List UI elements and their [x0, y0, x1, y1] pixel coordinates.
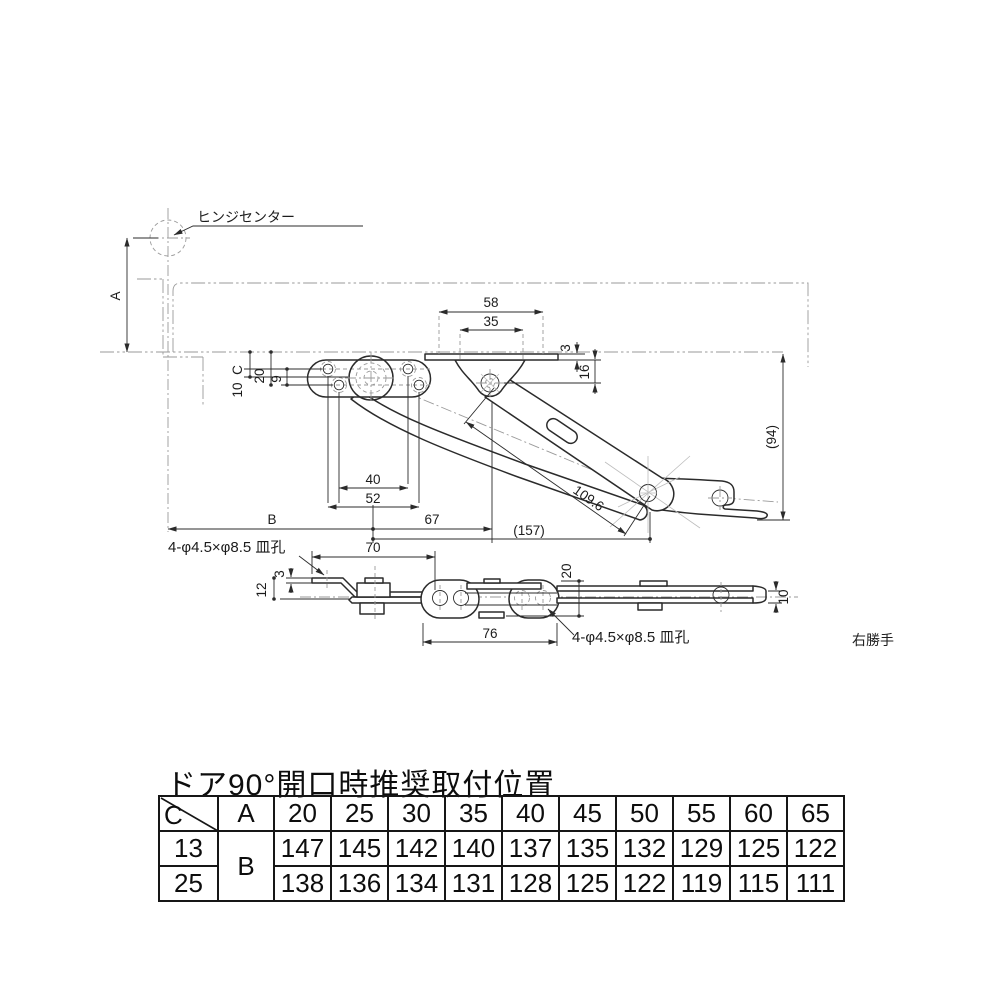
svg-text:67: 67 — [424, 512, 439, 527]
svg-text:10: 10 — [776, 589, 791, 604]
svg-text:9: 9 — [269, 375, 284, 383]
c-value: 25 — [158, 865, 219, 902]
countersink-note-main: 4-φ4.5×φ8.5 皿孔 — [168, 539, 325, 576]
b-value: 132 — [615, 830, 674, 867]
b-value: 140 — [444, 830, 503, 867]
table-row-c25: 25 138 136 134 131 128 125 122 119 115 1… — [158, 865, 845, 902]
b-value: 125 — [729, 830, 788, 867]
b-value: 142 — [387, 830, 446, 867]
svg-text:20: 20 — [252, 368, 267, 383]
svg-text:A: A — [108, 291, 123, 300]
svg-text:C: C — [230, 365, 245, 375]
b-value: 115 — [729, 865, 788, 902]
hinge-center-leader — [173, 225, 363, 236]
table-header-row: C A 20 25 30 35 40 45 50 55 60 65 — [158, 795, 845, 832]
c-value: 13 — [158, 830, 219, 867]
side-bars — [556, 580, 767, 612]
header-a-value: 65 — [786, 795, 845, 832]
b-value: 128 — [501, 865, 560, 902]
svg-text:16: 16 — [577, 364, 592, 379]
side-plate — [311, 566, 426, 620]
b-value: 119 — [672, 865, 731, 902]
b-value: 129 — [672, 830, 731, 867]
svg-text:3: 3 — [272, 570, 287, 578]
dim-plate-vertical: C 10 20 9 — [230, 350, 348, 398]
svg-text:58: 58 — [483, 295, 498, 310]
dim-side-70: 70 — [311, 540, 436, 590]
dim-40-52: 40 52 — [327, 376, 420, 510]
svg-text:3: 3 — [558, 344, 573, 352]
main-view: ヒンジセンター — [100, 208, 809, 576]
side-link-cluster — [420, 578, 560, 619]
b-value: 122 — [615, 865, 674, 902]
dim-side-76: 76 — [422, 623, 558, 646]
b-value: 135 — [558, 830, 617, 867]
b-value: 131 — [444, 865, 503, 902]
mounting-plate — [306, 352, 432, 404]
b-value: 136 — [330, 865, 389, 902]
table-row-c13: 13 B 147 145 142 140 137 135 132 129 125… — [158, 830, 845, 902]
header-a-value: 55 — [672, 795, 731, 832]
dim-58-35: 58 35 — [438, 295, 544, 360]
b-value: 147 — [273, 830, 332, 867]
header-a-value: 60 — [729, 795, 788, 832]
svg-text:35: 35 — [483, 314, 498, 329]
hinge-center-label: ヒンジセンター — [197, 209, 295, 225]
dim-a: A — [108, 237, 158, 353]
svg-text:52: 52 — [365, 491, 380, 506]
svg-text:70: 70 — [365, 540, 380, 555]
header-a-value: 35 — [444, 795, 503, 832]
header-a-value: 20 — [273, 795, 332, 832]
side-view: 70 3 12 20 76 10 — [254, 540, 894, 648]
dim-94: (94) — [757, 353, 790, 521]
svg-text:10: 10 — [230, 382, 245, 397]
table-corner-cell: C — [158, 795, 219, 832]
header-a-value: 25 — [330, 795, 389, 832]
dim-3-16: 3 16 — [504, 342, 601, 394]
mounting-position-table: C A 20 25 30 35 40 45 50 55 60 65 13 B 1… — [158, 795, 845, 902]
svg-text:(94): (94) — [764, 425, 779, 449]
svg-text:40: 40 — [365, 472, 380, 487]
b-value: 111 — [786, 865, 845, 902]
header-a-value: 30 — [387, 795, 446, 832]
b-value: 138 — [273, 865, 332, 902]
svg-text:76: 76 — [482, 626, 497, 641]
corner-c-label: C — [164, 800, 183, 830]
b-value: 125 — [558, 865, 617, 902]
top-bracket — [424, 353, 559, 398]
svg-text:4-φ4.5×φ8.5 皿孔: 4-φ4.5×φ8.5 皿孔 — [572, 629, 689, 646]
dim-side-10: 10 — [768, 581, 791, 613]
row-b-label: B — [217, 830, 275, 902]
header-a-value: 45 — [558, 795, 617, 832]
svg-text:20: 20 — [559, 563, 574, 578]
diagonal-line — [160, 797, 219, 832]
header-a: A — [217, 795, 275, 832]
b-value: 134 — [387, 865, 446, 902]
door-frame-phantom — [100, 278, 809, 407]
svg-text:B: B — [267, 512, 276, 527]
countersink-note-side: 4-φ4.5×φ8.5 皿孔 — [547, 608, 689, 646]
b-value: 122 — [786, 830, 845, 867]
header-a-value: 40 — [501, 795, 560, 832]
svg-text:4-φ4.5×φ8.5 皿孔: 4-φ4.5×φ8.5 皿孔 — [168, 539, 285, 556]
b-value: 145 — [330, 830, 389, 867]
dim-side-20: 20 — [506, 563, 584, 618]
b-value: 137 — [501, 830, 560, 867]
svg-text:(157): (157) — [513, 523, 545, 538]
svg-text:12: 12 — [254, 582, 269, 597]
header-a-value: 50 — [615, 795, 674, 832]
handedness-label: 右勝手 — [852, 632, 894, 648]
dim-side-3-12: 3 12 — [254, 568, 350, 601]
